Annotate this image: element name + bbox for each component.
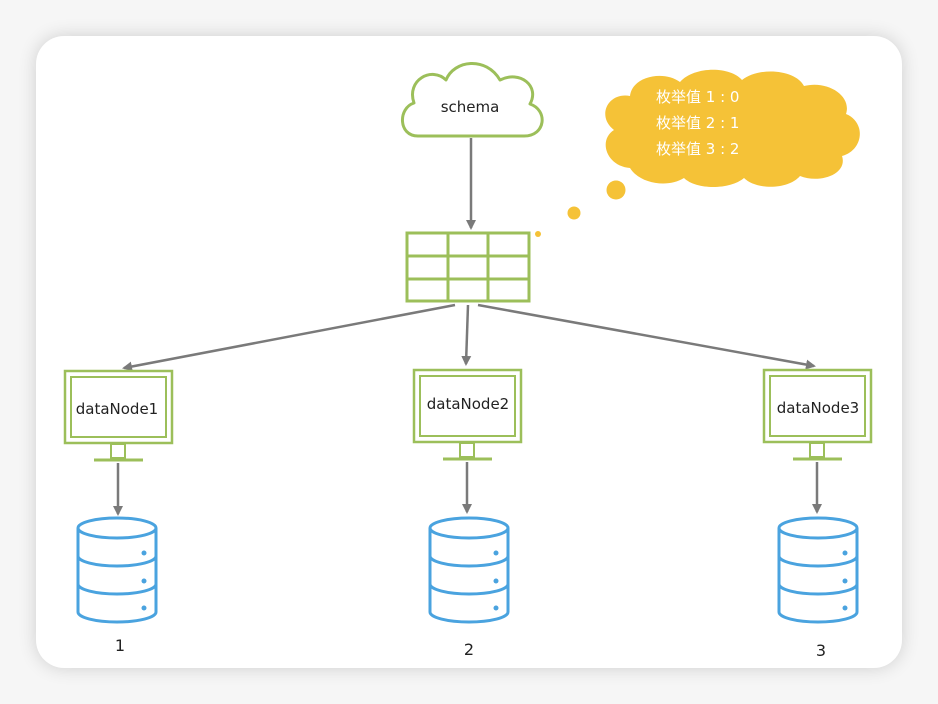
thought-bubble-icon: 枚举值 1 : 0 枚举值 2 : 1 枚举值 3 : 2 [535,69,860,237]
data-node-1-label: dataNode1 [76,400,158,418]
db-2-label: 2 [464,640,474,659]
data-node-3: dataNode3 3 [762,368,873,660]
monitor-icon [412,368,523,461]
bubble-line-2: 枚举值 2 : 1 [656,114,739,132]
db-3-label: 3 [816,641,826,660]
data-node-1: dataNode1 1 [63,369,174,655]
schema-label: schema [441,98,500,116]
bubble-line-1: 枚举值 1 : 0 [656,88,739,106]
monitor-icon [762,368,873,461]
arrow-table-to-node1 [122,303,456,372]
data-node-2: dataNode2 2 [412,368,523,659]
arrow-table-to-node2 [461,304,472,366]
arrow-table-to-node3 [477,303,816,370]
database-icon [428,516,510,624]
database-icon [777,516,859,624]
db-1-label: 1 [115,636,125,655]
monitor-icon [63,369,174,462]
data-node-2-label: dataNode2 [427,395,509,413]
bubble-line-3: 枚举值 3 : 2 [656,140,739,158]
table-grid-icon [405,231,531,303]
database-icon [76,516,158,624]
data-node-3-label: dataNode3 [777,399,859,417]
schema-cloud-icon: schema [401,62,544,138]
